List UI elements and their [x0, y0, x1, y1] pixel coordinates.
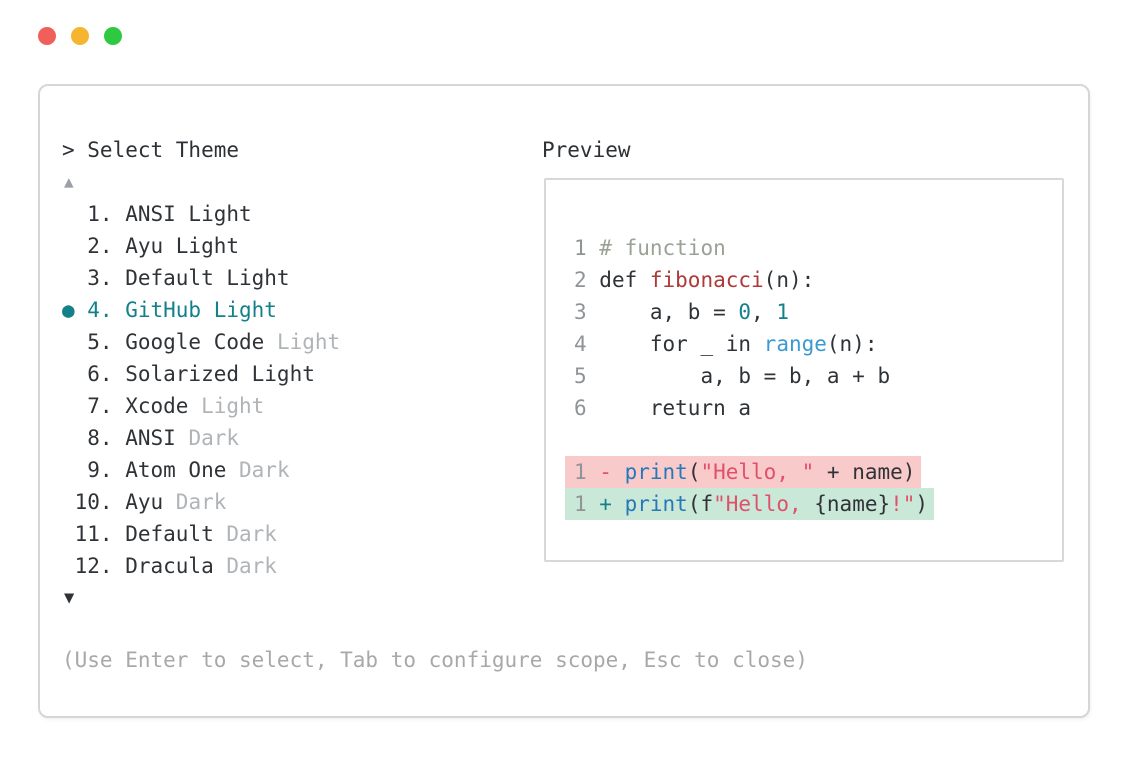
theme-list: 1. ANSI Light 2. Ayu Light 3. Default Li… — [62, 198, 340, 582]
minimize-button[interactable] — [71, 27, 89, 45]
theme-picker-window: > Select Theme ▲ 1. ANSI Light 2. Ayu Li… — [38, 84, 1090, 718]
theme-item-5[interactable]: 5. Google Code Light — [62, 330, 341, 354]
theme-item-4[interactable]: ● 4. GitHub Light — [62, 298, 277, 322]
code-line-6: 6 return a — [574, 396, 752, 420]
preview-title: Preview — [542, 138, 631, 162]
code-line-5: 5 a, b = b, a + b — [574, 364, 891, 388]
theme-item-10[interactable]: 10. Ayu Dark — [62, 490, 227, 514]
close-button[interactable] — [38, 27, 56, 45]
preview-pane: 1 # function 2 def fibonacci(n): 3 a, b = … — [544, 178, 1064, 562]
theme-item-1[interactable]: 1. ANSI Light — [62, 202, 252, 226]
theme-item-7[interactable]: 7. Xcode Light — [62, 394, 265, 418]
theme-item-11[interactable]: 11. Default Dark — [62, 522, 277, 546]
select-theme-prompt: > Select Theme — [62, 138, 240, 162]
code-line-3: 3 a, b = 0, 1 — [574, 300, 789, 324]
scroll-down-arrow[interactable]: ▼ — [64, 588, 75, 608]
theme-item-3[interactable]: 3. Default Light — [62, 266, 290, 290]
preview-code: 1 # function 2 def fibonacci(n): 3 a, b = … — [565, 232, 935, 520]
theme-item-8[interactable]: 8. ANSI Dark — [62, 426, 240, 450]
code-line-2: 2 def fibonacci(n): — [574, 268, 815, 292]
theme-item-6[interactable]: 6. Solarized Light — [62, 362, 315, 386]
diff-line-added: 1 + print(f"Hello, {name}!") — [565, 488, 935, 520]
diff-line-removed: 1 - print("Hello, " + name) — [565, 456, 934, 488]
maximize-button[interactable] — [104, 27, 122, 45]
theme-item-12[interactable]: 12. Dracula Dark — [62, 554, 277, 578]
window-controls — [38, 27, 122, 45]
code-line-1: 1 # function — [574, 236, 726, 260]
help-text: (Use Enter to select, Tab to configure s… — [62, 648, 808, 672]
theme-item-9[interactable]: 9. Atom One Dark — [62, 458, 290, 482]
theme-item-2[interactable]: 2. Ayu Light — [62, 234, 240, 258]
code-line-4: 4 for _ in range(n): — [574, 332, 878, 356]
scroll-up-arrow[interactable]: ▲ — [64, 172, 74, 191]
